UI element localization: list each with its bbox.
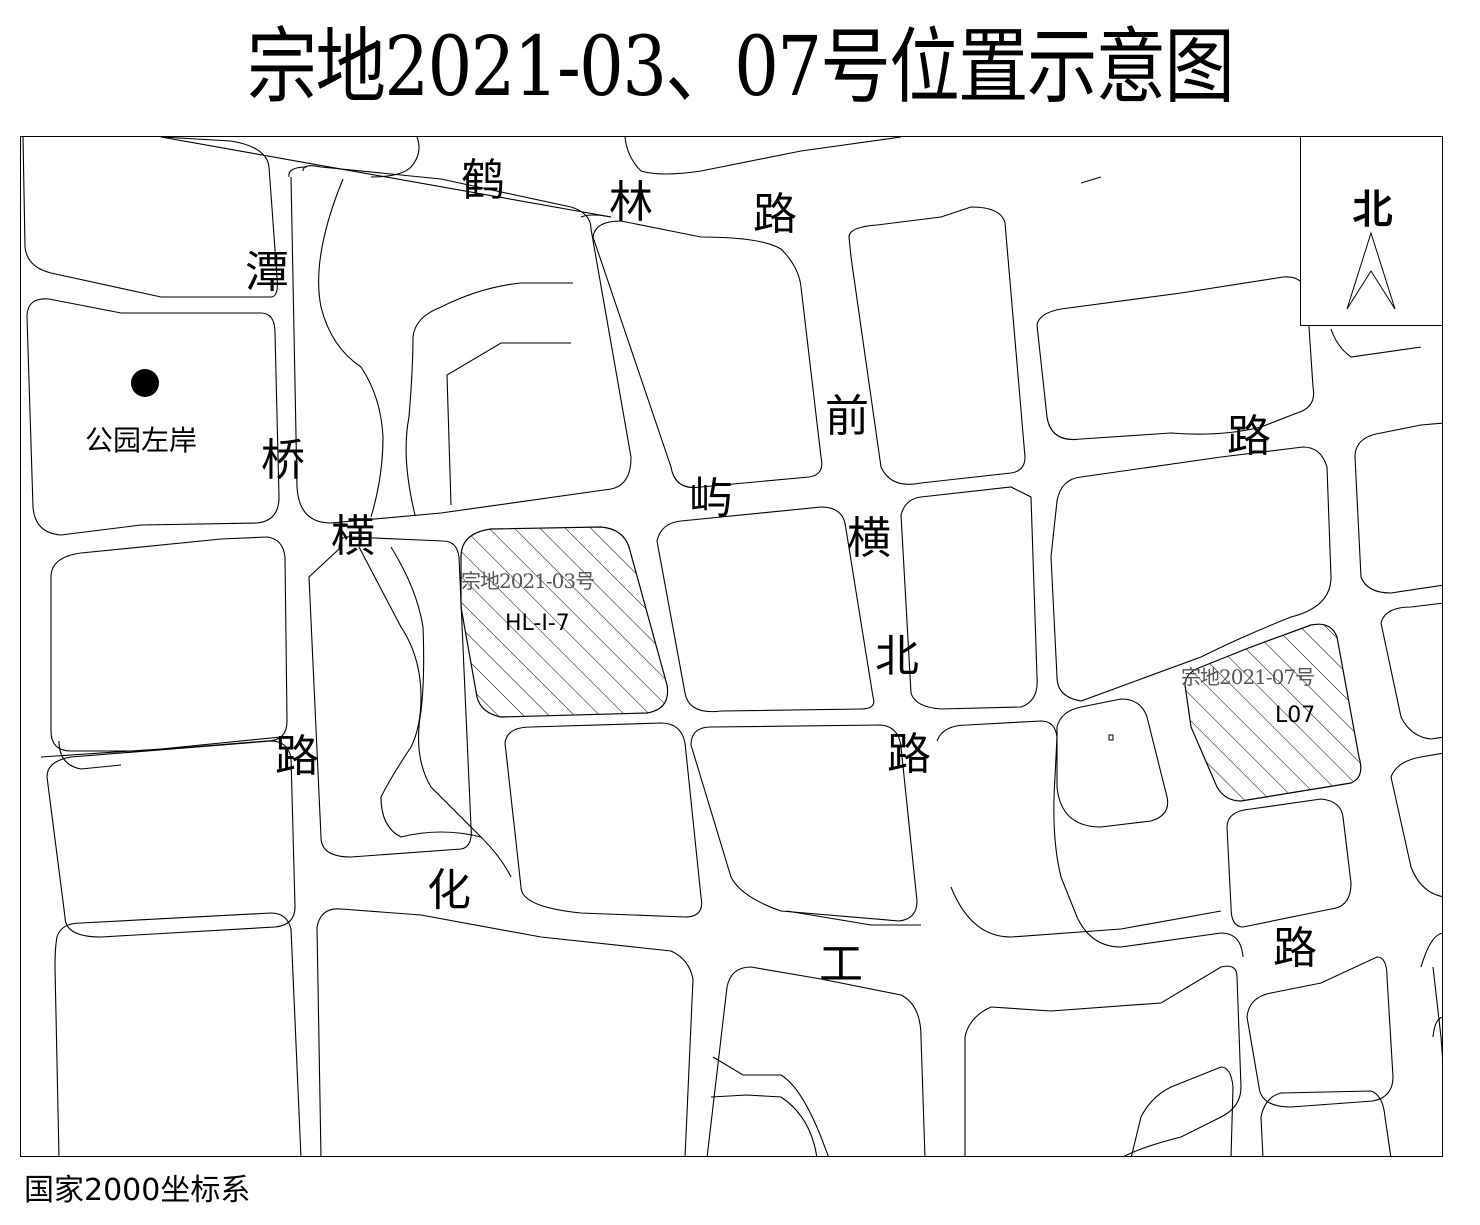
road-label-lin: 林 (609, 177, 653, 228)
road-label-yu: 屿 (689, 473, 733, 524)
north-arrow-box: 北 (1300, 137, 1442, 326)
poi-label: 公园左岸 (85, 424, 198, 457)
road-label-he: 鹤 (461, 155, 505, 206)
poi-marker-icon (131, 369, 159, 397)
road-label-lu-3: 路 (887, 729, 931, 780)
road-label-heng-2: 横 (847, 513, 891, 564)
parcel-07-title: 宗地2021-07号 (1181, 665, 1315, 689)
parcel-07-code: L07 (1275, 703, 1316, 728)
parcel-03-title: 宗地2021-03号 (461, 569, 595, 593)
road-label-qiao: 桥 (261, 435, 305, 486)
coordinate-system-label: 国家2000坐标系 (24, 1173, 251, 1208)
north-label: 北 (1352, 187, 1393, 233)
road-label-tan: 潭 (245, 247, 289, 298)
map-title: 宗地2021-03、07号位置示意图 (246, 20, 1235, 115)
road-label-lu-2: 路 (275, 731, 319, 782)
map-frame: 鹤 林 路 潭 桥 横 路 化 屿 前 横 北 路 工 路 路 宗地2021-0… (20, 136, 1443, 1157)
road-label-lu-4: 路 (1227, 411, 1271, 462)
parcel-03-code: HL-I-7 (505, 611, 570, 636)
road-label-bei: 北 (875, 631, 919, 682)
road-label-lu-5: 路 (1273, 923, 1317, 974)
road-label-qian: 前 (825, 391, 869, 442)
road-label-hua: 化 (427, 865, 471, 916)
road-label-gong: 工 (819, 939, 863, 990)
road-label-lu-1: 路 (753, 189, 797, 240)
street-map (22, 137, 1442, 1156)
road-label-heng-1: 横 (331, 511, 375, 562)
north-arrow-icon (1346, 231, 1396, 310)
